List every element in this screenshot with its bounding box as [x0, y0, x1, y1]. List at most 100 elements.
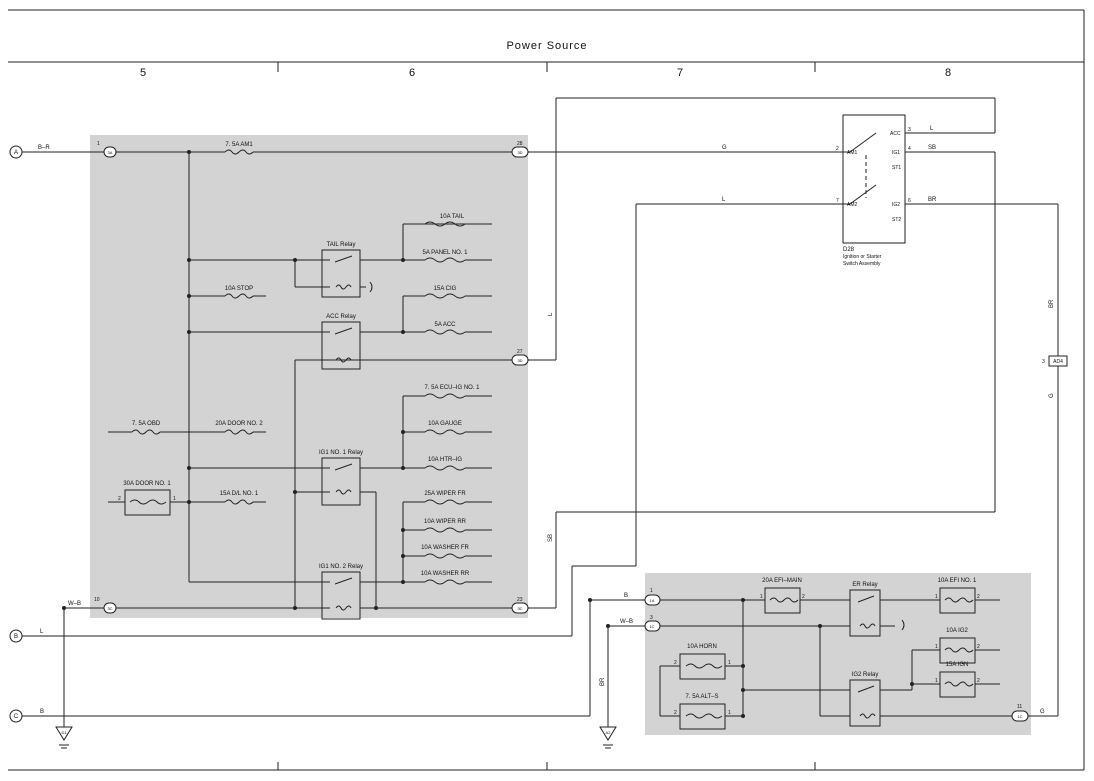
pin-1-ign: 1 — [935, 678, 938, 684]
relay-symbols — [321, 249, 905, 727]
relay-ig1-no2: IG1 NO. 2 Relay — [319, 564, 363, 570]
switch-name-line1: Ignition or Starter — [843, 254, 882, 260]
edge-connectors — [9, 145, 23, 723]
pin-1-3a: 1 — [97, 141, 100, 147]
connector-3c-23: 3C — [517, 606, 522, 611]
pin-3-switch: 3 — [908, 127, 911, 133]
wire-br-a2: BR — [600, 677, 606, 686]
junction-block-main — [90, 135, 528, 618]
pin-2-efi1: 2 — [977, 594, 980, 600]
fuse-am1: 7. 5A AM1 — [225, 142, 253, 148]
boxed-fuses — [124, 489, 976, 730]
pin-28: 28 — [517, 141, 523, 147]
wire-g-vert: G — [1049, 393, 1055, 398]
fuse-ign: 15A IGN — [946, 662, 969, 668]
fuse-tail: 10A TAIL — [440, 214, 465, 220]
pin-1-horn: 1 — [728, 660, 731, 666]
pin-6-switch: 6 — [908, 198, 911, 204]
fuse-wiper-fr: 25A WIPER FR — [424, 491, 466, 497]
pin-1-efi1: 1 — [935, 594, 938, 600]
wire-l-b: L — [40, 629, 44, 635]
switch-code: D28 — [843, 247, 855, 253]
relay-acc: ACC Relay — [326, 314, 356, 320]
wire-l-switch: L — [722, 197, 726, 203]
wire-l-acc: L — [930, 126, 934, 132]
pin-1-efimain: 1 — [760, 594, 763, 600]
column-5: 5 — [140, 67, 146, 79]
pin-23: 23 — [517, 597, 523, 603]
relay-ig1-no1: IG1 NO. 1 Relay — [319, 450, 363, 456]
connector-a: A — [14, 150, 18, 156]
ignition-switch — [842, 114, 906, 244]
fuse-gauge: 10A GAUGE — [428, 421, 462, 427]
fuse-acc: 5A ACC — [434, 322, 456, 328]
fuse-efi-main: 20A EFI–MAIN — [762, 578, 802, 584]
pin-1-door1: 1 — [173, 496, 176, 502]
wire-wb-1c: W–B — [620, 619, 633, 625]
fuse-horn: 10A HORN — [687, 644, 717, 650]
wire-l-vert: L — [548, 312, 554, 316]
pin-1-1a: 1 — [650, 588, 653, 594]
fuse-obd: 7. 5A OBD — [132, 421, 161, 427]
wires — [22, 97, 1059, 727]
fuse-htr-ig: 10A HTR–IG — [428, 457, 462, 463]
pin-1-ig2: 1 — [935, 644, 938, 650]
connector-c: C — [14, 714, 19, 720]
switch-st1: ST1 — [892, 165, 901, 171]
fuse-symbols — [131, 149, 466, 585]
fuse-stop: 10A STOP — [225, 286, 253, 292]
connector-b: B — [14, 634, 18, 640]
pin-10: 10 — [94, 597, 100, 603]
fuse-washer-fr: 10A WASHER FR — [421, 545, 469, 551]
wire-br-vert: BR — [1049, 299, 1055, 308]
switch-acc: ACC — [890, 131, 901, 137]
fuse-door1: 30A DOOR NO. 1 — [123, 481, 171, 487]
connector-ad4: AD4 — [1053, 359, 1063, 365]
connector-3c-10: 3C — [107, 606, 112, 611]
wire-wb: W–B — [68, 601, 81, 607]
ground-a2: A2 — [606, 730, 612, 735]
connector-3a: 3A — [108, 150, 113, 155]
switch-name-line2: Switch Assembly — [843, 261, 881, 267]
ground-d1: D1 — [61, 730, 67, 735]
fuse-dl: 15A D/L NO. 1 — [220, 491, 259, 497]
fuse-door2: 20A DOOR NO. 2 — [215, 421, 263, 427]
fuse-alt-s: 7. 5A ALT–S — [686, 694, 719, 700]
connector-3d-27: 3D — [517, 358, 522, 363]
pin-2-ig2: 2 — [977, 644, 980, 650]
wire-g-11: G — [1040, 709, 1045, 715]
relay-ig2: IG2 Relay — [852, 672, 879, 678]
connector-3d-28: 3D — [517, 150, 522, 155]
fuse-ecu-ig: 7. 5A ECU–IG NO. 1 — [424, 385, 480, 391]
switch-ig1: IG1 — [892, 150, 900, 156]
wire-b-1a: B — [624, 593, 628, 599]
column-6: 6 — [409, 67, 415, 79]
pin-2-ign: 2 — [977, 678, 980, 684]
pin-1-alts: 1 — [728, 710, 731, 716]
fuse-cig: 15A CIG — [434, 286, 457, 292]
wire-br: B–R — [38, 145, 50, 151]
column-7: 7 — [677, 67, 683, 79]
relay-er: ER Relay — [852, 582, 877, 588]
wire-sb-ig1: SB — [928, 145, 936, 151]
diagram-title: Power Source — [506, 40, 587, 52]
switch-st2: ST2 — [892, 217, 901, 223]
fuse-wiper-rr: 10A WIPER RR — [424, 519, 467, 525]
pin-7-switch: 7 — [836, 198, 839, 204]
frame — [8, 9, 1085, 771]
relay-tail: TAIL Relay — [326, 242, 355, 248]
switch-am2: AM2 — [847, 202, 858, 208]
pin-27: 27 — [517, 349, 523, 355]
wire-g-top: G — [722, 145, 727, 151]
junction-dots — [62, 150, 914, 718]
wire-b-c: B — [40, 709, 44, 715]
switch-ig2: IG2 — [892, 202, 900, 208]
pin-3-1c: 3 — [650, 615, 653, 621]
connector-1c-3: 1C — [649, 624, 654, 629]
fuse-panel: 5A PANEL NO. 1 — [422, 250, 468, 256]
switch-am1: AM1 — [847, 150, 858, 156]
pin-2-door1: 2 — [118, 496, 121, 502]
ground-symbols — [55, 726, 617, 749]
pin-2-switch: 2 — [836, 146, 839, 152]
wire-sb-vert: SB — [548, 534, 554, 542]
